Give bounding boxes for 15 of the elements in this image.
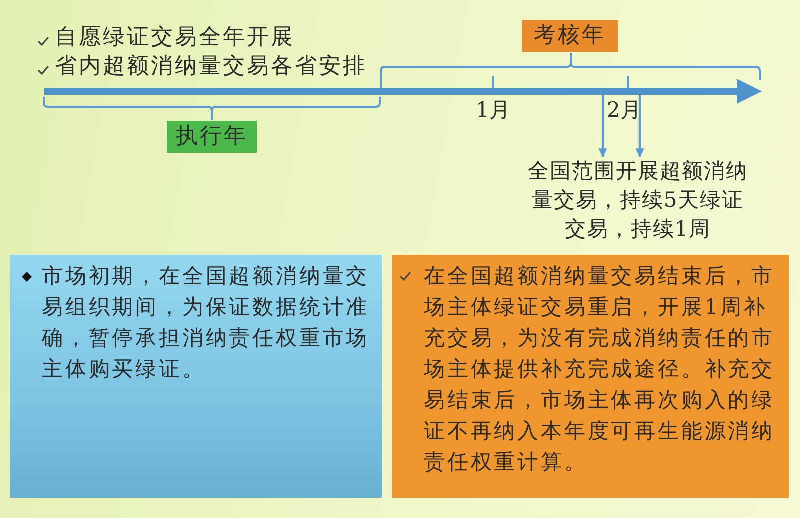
panel-text: 市场初期，在全国超额消纳量交易组织期间，为保证数据统计准确，暂停承担消纳责任权重市场主体购买绿证。 [42,263,371,383]
arrow [598,95,608,158]
info-panel [10,255,382,498]
arrow [636,95,644,158]
info-panel [392,255,789,498]
phase-tag [167,121,257,153]
phase-tag [522,20,618,52]
bullet-text: 省内超额消纳量交易各省安排 [55,53,367,81]
panel-text: 在全国超额消纳量交易结束后，市场主体绿证交易重启，开展1周补充交易，为没有完成消纳责任的市场主体提供补充完成途径。补充交易结束后，市场主体再次购入的绿证不再纳入本年度可再生能源消纳责任权重计算。 [424,263,776,476]
month-label: 1月 [476,97,510,124]
annotation-text: 全国范围开展超额消纳量交易，持续5天绿证交易，持续1周 [522,157,754,244]
month-label: 2月 [607,97,642,124]
bullet-text: 自愿绿证交易全年开展 [55,24,295,52]
phase-label: 执行年 [176,123,248,151]
phase-label: 考核年 [534,22,606,50]
